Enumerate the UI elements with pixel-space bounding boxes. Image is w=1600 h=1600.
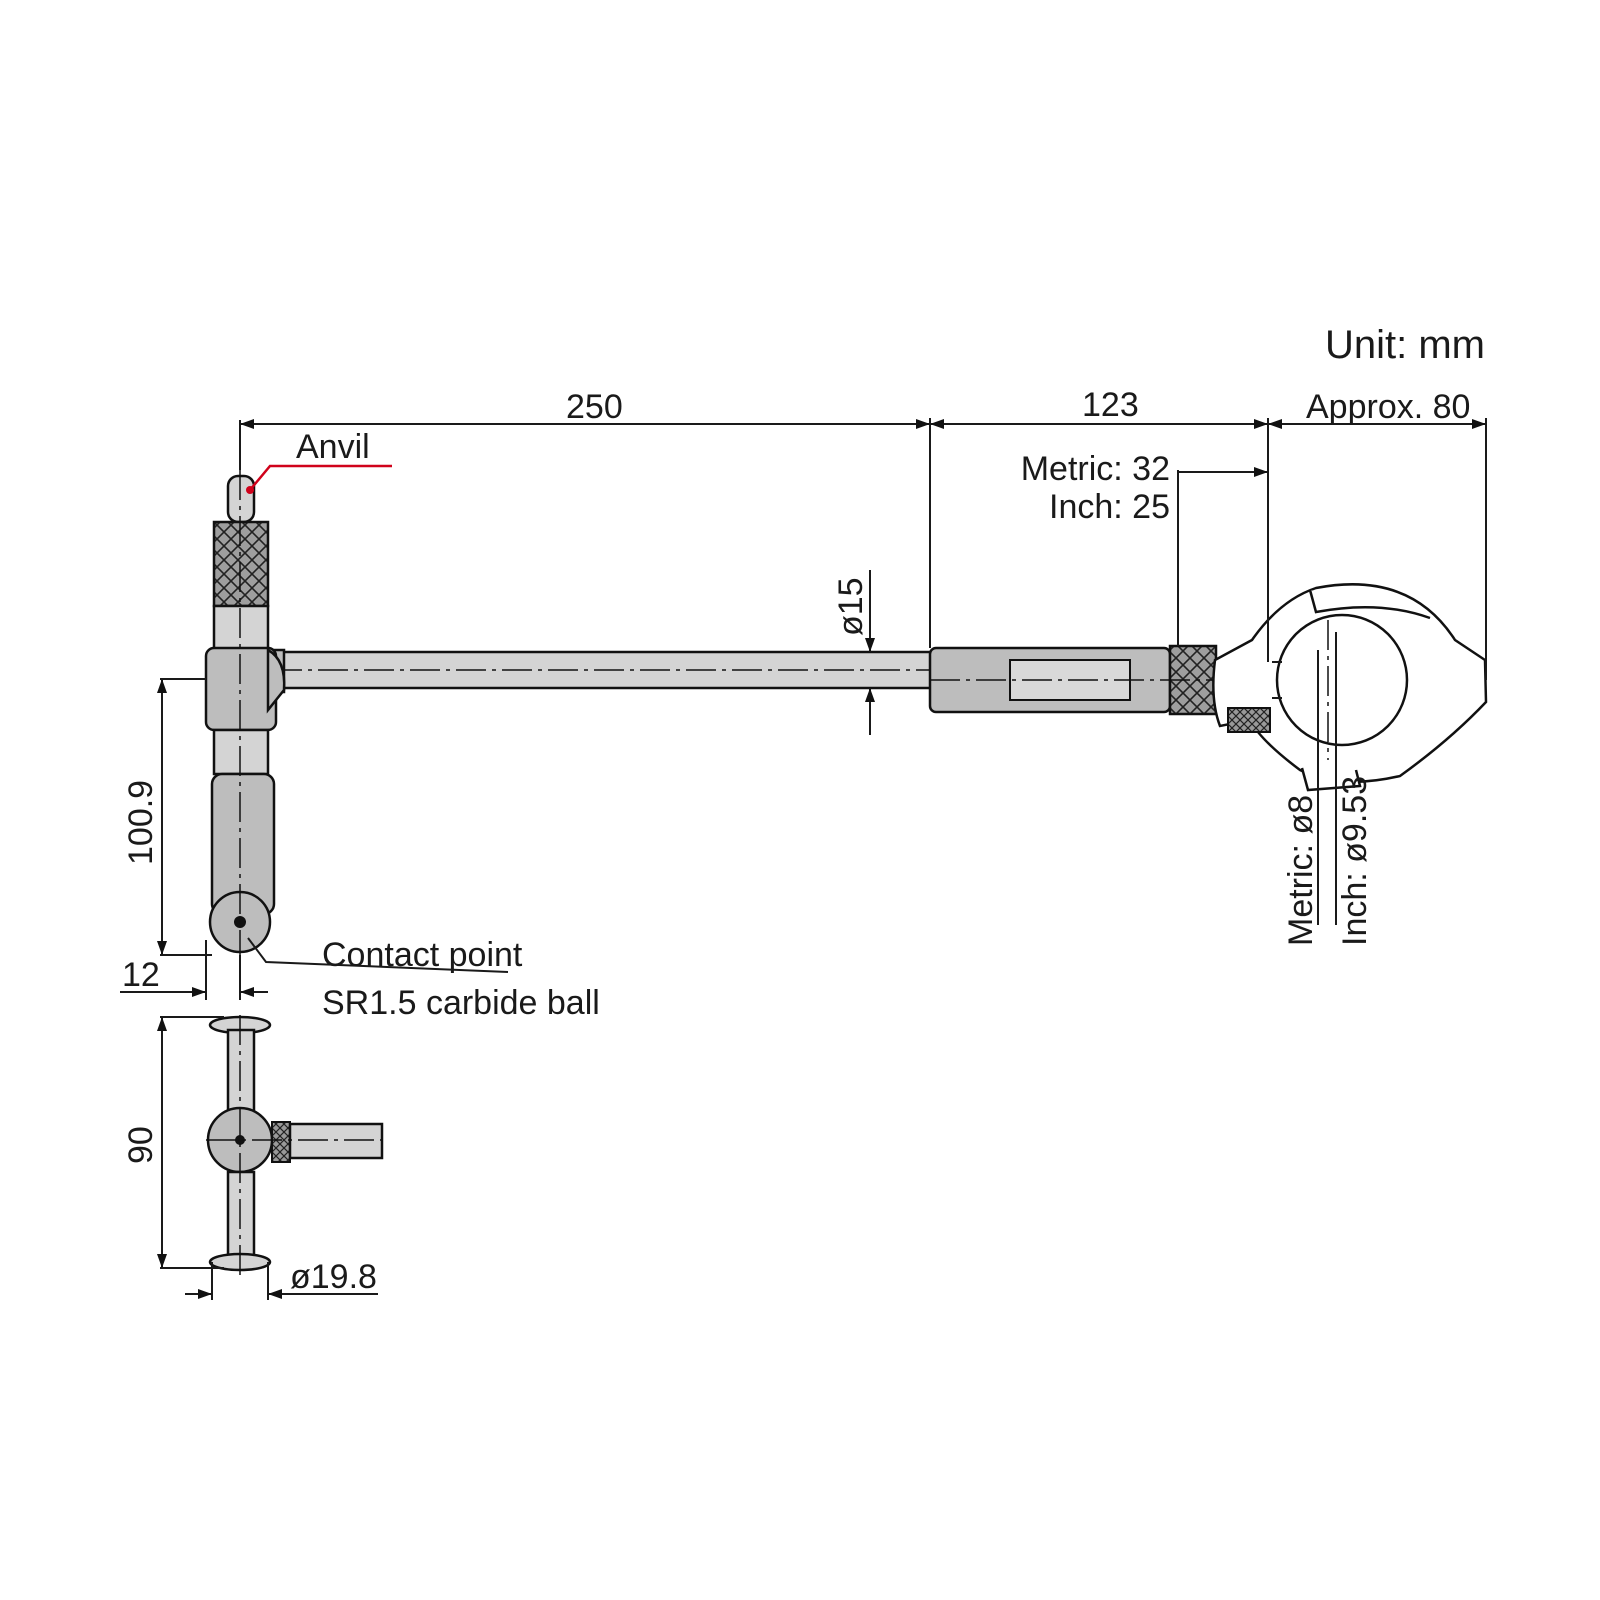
anvil-label: Anvil: [296, 428, 370, 466]
head-chamfer: [266, 647, 286, 714]
anvil-leader: [246, 464, 392, 494]
anvil-tip: [226, 474, 256, 524]
head-body: [204, 646, 278, 732]
knurled-anvil-knob: [212, 520, 270, 608]
head-neck: [212, 604, 270, 652]
dim-90-label: 90: [122, 1126, 160, 1164]
gauge-bottom-view: [206, 1015, 384, 1275]
bottom-rod-collar: [271, 1121, 291, 1163]
stem-metric-label: Metric: ø8: [1282, 795, 1320, 946]
dial-frame-lug-top: [1308, 589, 1431, 620]
stem-inch-label: Inch: ø9.53: [1336, 776, 1374, 946]
dim-250-label: 250: [566, 388, 623, 426]
bottom-rod: [288, 1122, 384, 1160]
unit-label: Unit: mm: [1325, 323, 1485, 367]
height-100-9-label: 100.9: [122, 780, 160, 865]
carbide-ball-label: SR1.5 carbide ball: [322, 984, 600, 1022]
head-lower-stem: [212, 728, 270, 776]
contact-point-label: Contact point: [322, 936, 523, 974]
bottom-stem-lower: [226, 1170, 256, 1264]
rod-diameter-label: ø15: [832, 577, 870, 636]
bottom-head-center: [235, 1135, 245, 1145]
bottom-diameter-label: ø19.8: [290, 1258, 377, 1296]
dial-lock-screw: [1227, 707, 1271, 733]
inch-offset-label: Inch: 25: [1049, 488, 1170, 526]
gauge-side-view: [204, 470, 1488, 985]
dial-face: [1275, 613, 1409, 747]
dial-frame-lug-bottom: [1300, 767, 1362, 792]
dim-approx-80-label: Approx. 80: [1306, 388, 1470, 426]
bottom-stem-upper: [226, 1028, 256, 1122]
dim-12-label: 12: [122, 956, 160, 994]
dim-123-label: 123: [1082, 386, 1139, 424]
metric-offset-label: Metric: 32: [1021, 450, 1170, 488]
dimension-lines: [120, 418, 1487, 1300]
